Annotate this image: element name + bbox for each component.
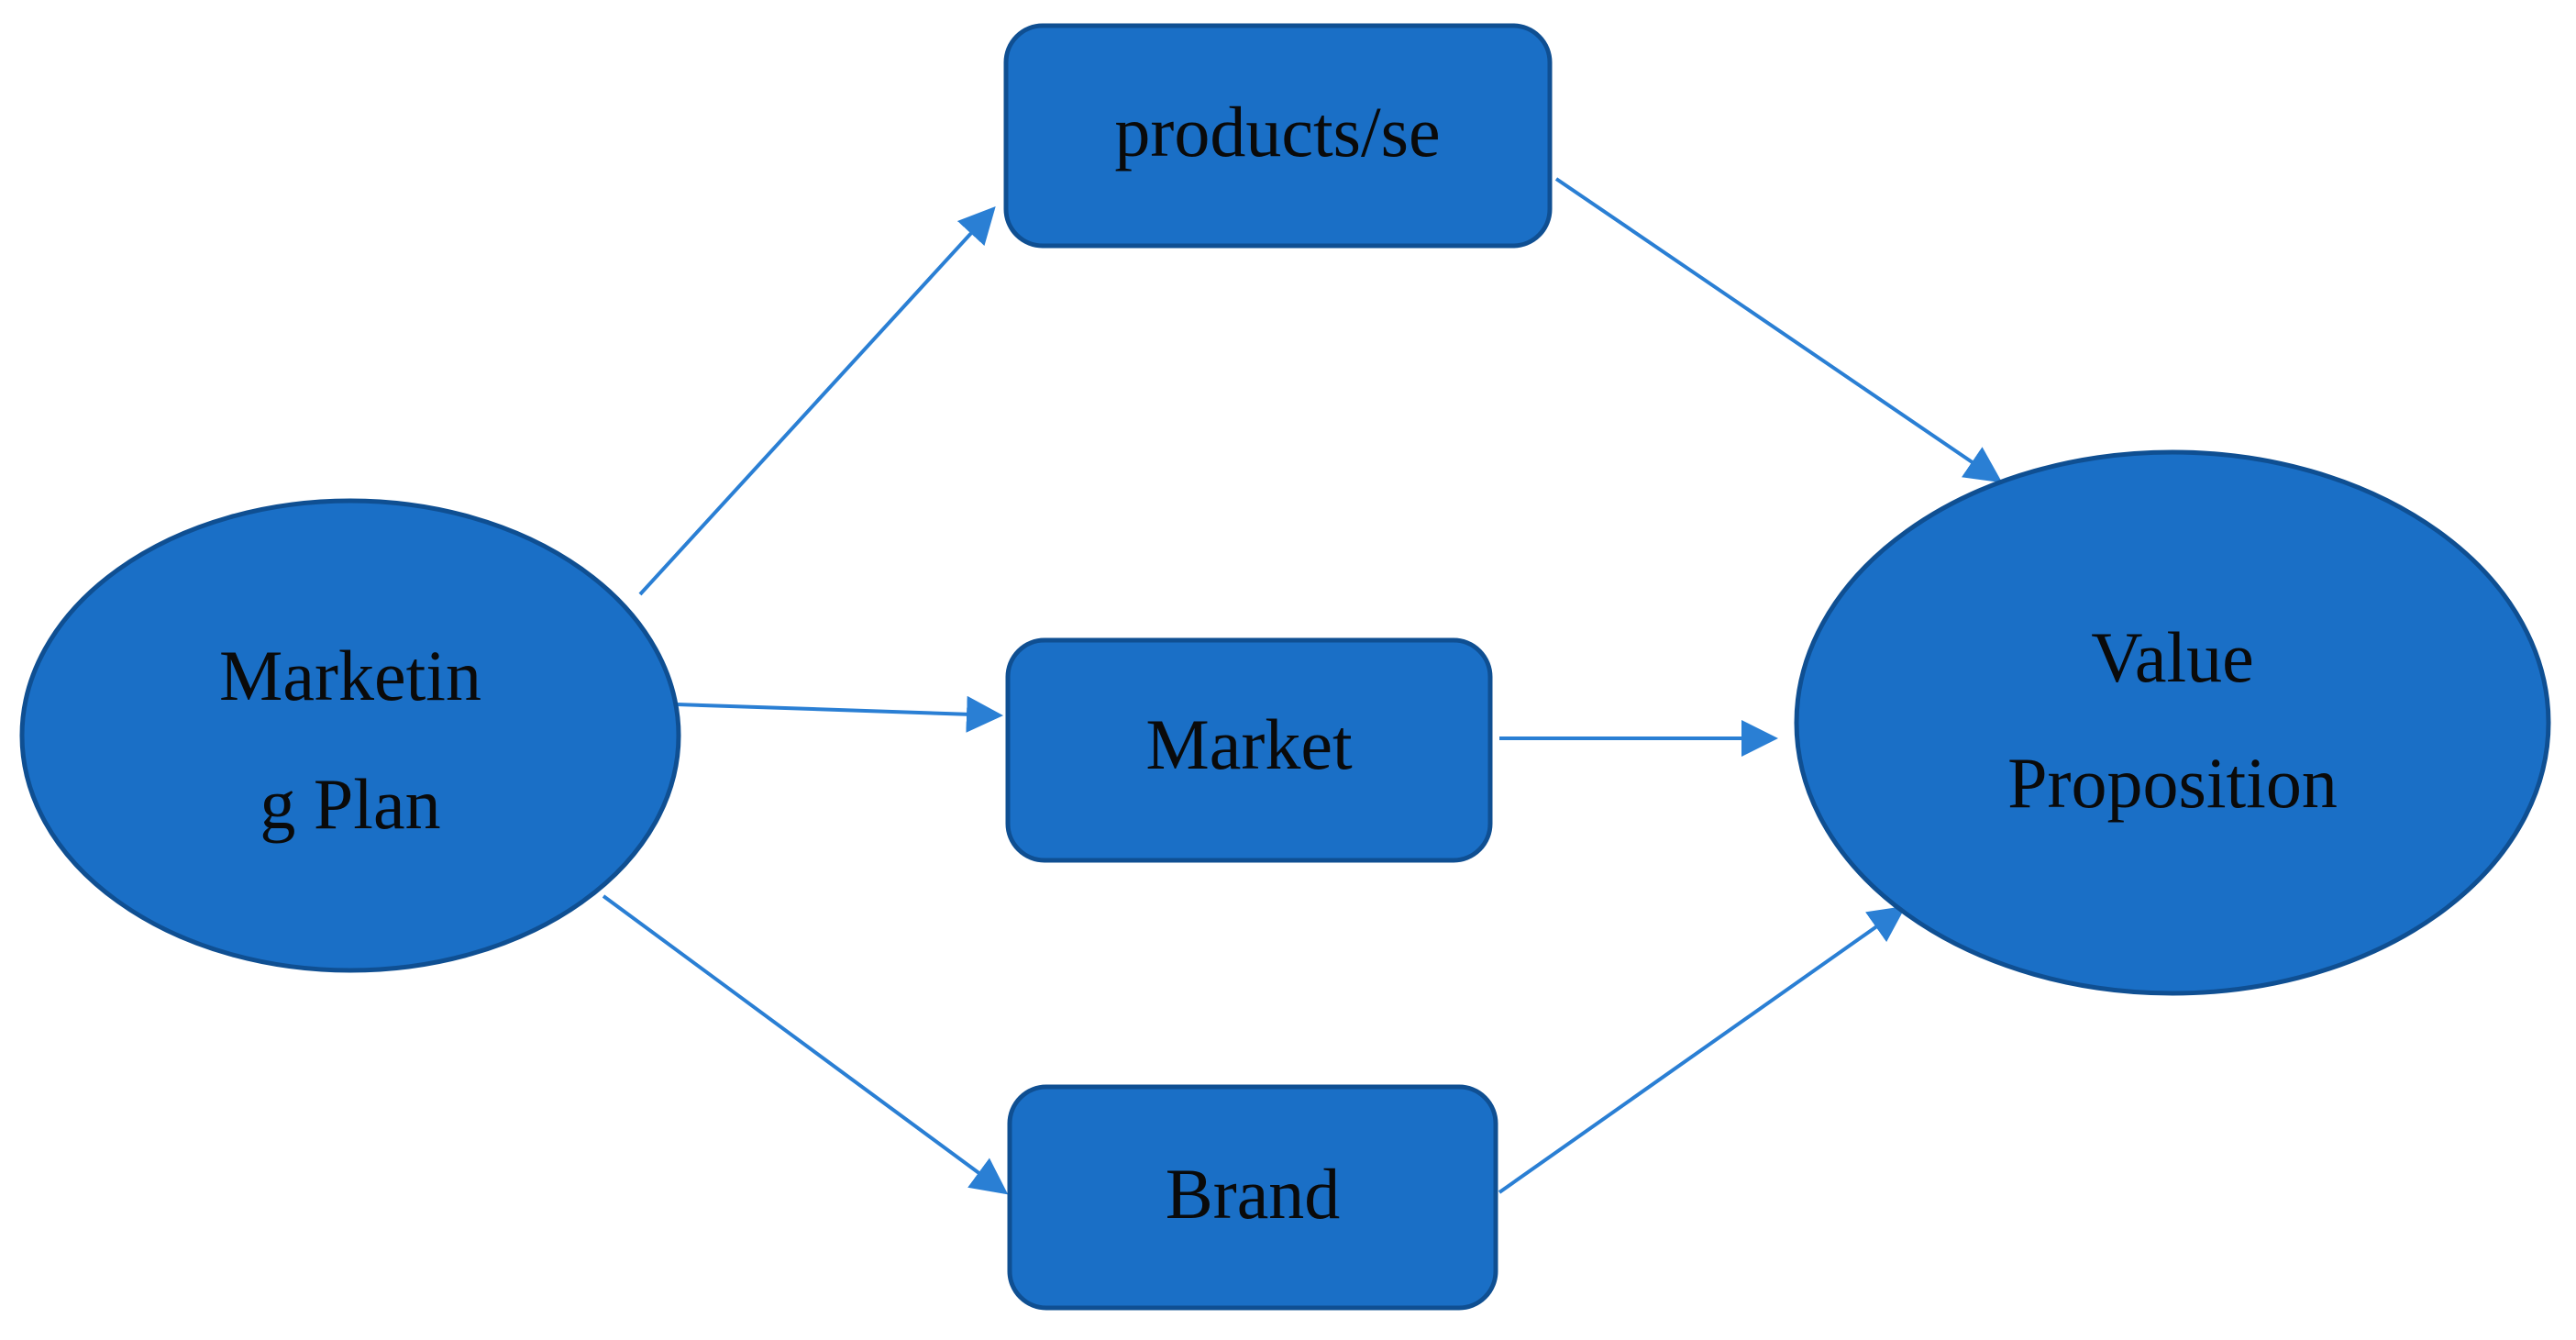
arrow-products-to-value-proposition (1554, 177, 2003, 483)
value-proposition-label-line1: Value (2091, 617, 2254, 697)
brand-box (1007, 1084, 1498, 1311)
marketing-plan-label-line1: Marketin (219, 636, 481, 715)
marketing-plan-ellipse (19, 498, 681, 973)
products-label: products/se (1114, 92, 1440, 172)
value-proposition-ellipse (1794, 449, 2551, 996)
arrow-brand-to-value-proposition (1498, 905, 1907, 1194)
arrow-marketing-to-brand (602, 894, 1009, 1195)
brand-label: Brand (1166, 1154, 1341, 1234)
node-brand: Brand (1007, 1084, 1498, 1311)
value-proposition-label-line2: Proposition (2007, 743, 2338, 823)
market-label: Market (1145, 704, 1353, 784)
products-box (1003, 23, 1553, 249)
edges (602, 177, 2003, 1195)
marketing-plan-label-line2: g Plan (260, 764, 440, 844)
node-market: Market (1005, 637, 1493, 863)
node-marketing-plan: Marketin g Plan (19, 498, 681, 973)
node-products: products/se (1003, 23, 1553, 249)
market-box (1005, 637, 1493, 863)
arrow-marketing-to-market (676, 695, 1003, 733)
node-value-proposition: Value Proposition (1794, 449, 2551, 996)
arrow-marketing-to-products (638, 206, 996, 596)
